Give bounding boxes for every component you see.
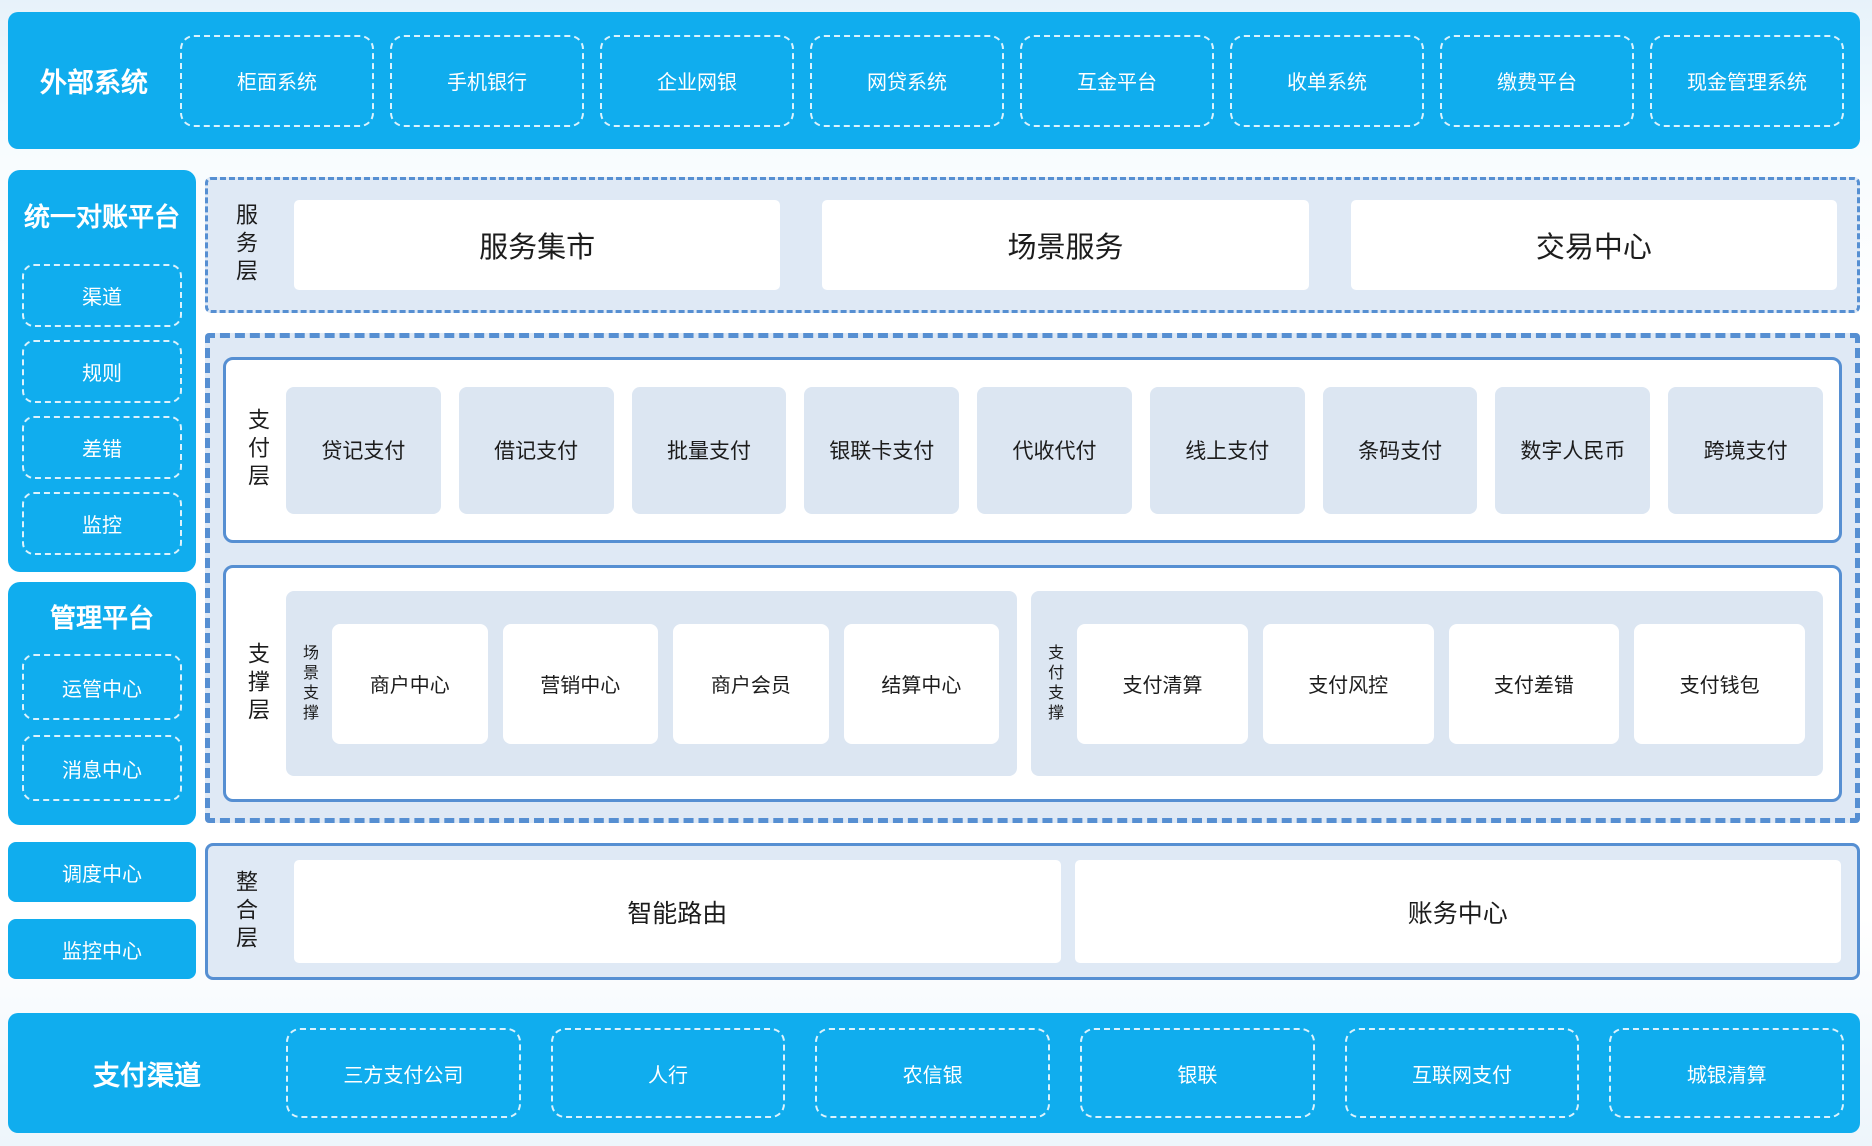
external-system-item: 收单系统 bbox=[1230, 34, 1424, 127]
reconciliation-platform-title: 统一对账平台 bbox=[23, 202, 180, 232]
external-system-item: 互金平台 bbox=[1020, 34, 1214, 127]
external-system-item: 柜面系统 bbox=[180, 34, 374, 127]
external-systems-title: 外部系统 bbox=[40, 68, 148, 98]
payment-item: 跨境支付 bbox=[1668, 386, 1824, 514]
payment-support-wrapper: 支付层 贷记支付 借记支付 批量支付 银联卡支付 代收代付 线上支付 条码支付 … bbox=[205, 333, 1860, 823]
support-item: 支付差错 bbox=[1448, 623, 1620, 744]
external-systems-bar: 外部系统 柜面系统 手机银行 企业网银 网贷系统 互金平台 收单系统 缴费平台 … bbox=[8, 12, 1860, 149]
payment-support-label: 支付支撑 bbox=[1045, 643, 1063, 724]
service-layer-items: 服务集市 场景服务 交易中心 bbox=[294, 200, 1837, 290]
management-item: 运管中心 bbox=[22, 654, 182, 720]
payment-channel-item: 银联 bbox=[1080, 1028, 1315, 1118]
external-system-item: 手机银行 bbox=[390, 34, 584, 127]
reconciliation-item: 规则 bbox=[22, 340, 182, 403]
support-item: 支付清算 bbox=[1077, 623, 1248, 744]
reconciliation-platform-panel: 统一对账平台 渠道 规则 差错 监控 bbox=[8, 170, 196, 572]
payment-channels-bar: 支付渠道 三方支付公司 人行 农信银 银联 互联网支付 城银清算 bbox=[8, 1013, 1860, 1133]
integration-layer-items: 智能路由 账务中心 bbox=[294, 860, 1841, 963]
payment-item: 数字人民币 bbox=[1495, 386, 1651, 514]
payment-item: 批量支付 bbox=[631, 386, 787, 514]
scene-support-group: 场景支撑 商户中心 营销中心 商户会员 结算中心 bbox=[286, 591, 1018, 776]
service-layer-label: 服务层 bbox=[233, 203, 258, 287]
service-item: 场景服务 bbox=[822, 200, 1309, 290]
external-system-item: 现金管理系统 bbox=[1650, 34, 1844, 127]
payment-layer-items: 贷记支付 借记支付 批量支付 银联卡支付 代收代付 线上支付 条码支付 数字人民… bbox=[286, 386, 1824, 514]
reconciliation-item: 差错 bbox=[22, 416, 182, 479]
payment-item: 线上支付 bbox=[1149, 386, 1305, 514]
external-system-item: 缴费平台 bbox=[1440, 34, 1634, 127]
service-item: 交易中心 bbox=[1350, 200, 1837, 290]
reconciliation-item: 监控 bbox=[22, 492, 182, 555]
payment-support-items: 支付清算 支付风控 支付差错 支付钱包 bbox=[1077, 623, 1805, 744]
external-system-item: 企业网银 bbox=[600, 34, 794, 127]
integration-layer-container: 整合层 智能路由 账务中心 bbox=[205, 843, 1860, 980]
support-item: 营销中心 bbox=[502, 623, 659, 744]
payment-item: 条码支付 bbox=[1322, 386, 1478, 514]
payment-support-group: 支付支撑 支付清算 支付风控 支付差错 支付钱包 bbox=[1031, 591, 1823, 776]
management-platform-title: 管理平台 bbox=[49, 603, 154, 633]
payment-channels-title: 支付渠道 bbox=[93, 1060, 201, 1091]
payment-channel-item: 农信银 bbox=[815, 1028, 1051, 1118]
payment-channel-item: 人行 bbox=[550, 1028, 786, 1118]
external-system-item: 网贷系统 bbox=[810, 34, 1004, 127]
payment-channel-item: 三方支付公司 bbox=[286, 1028, 521, 1118]
service-item: 服务集市 bbox=[294, 200, 781, 290]
payment-item: 贷记支付 bbox=[286, 386, 441, 514]
external-systems-items: 柜面系统 手机银行 企业网银 网贷系统 互金平台 收单系统 缴费平台 现金管理系… bbox=[180, 34, 1844, 127]
payment-layer-label: 支付层 bbox=[245, 408, 270, 492]
management-platform-panel: 管理平台 运管中心 消息中心 bbox=[8, 582, 196, 825]
integration-layer-label: 整合层 bbox=[233, 869, 258, 954]
support-layer-label: 支撑层 bbox=[245, 641, 270, 726]
support-item: 商户会员 bbox=[673, 623, 829, 744]
scene-support-label: 场景支撑 bbox=[300, 643, 317, 724]
support-item: 支付风控 bbox=[1262, 623, 1434, 744]
integration-item: 智能路由 bbox=[294, 860, 1061, 963]
payment-layer-container: 支付层 贷记支付 借记支付 批量支付 银联卡支付 代收代付 线上支付 条码支付 … bbox=[223, 357, 1842, 543]
support-layer-groups: 场景支撑 商户中心 营销中心 商户会员 结算中心 支付支撑 支付清算 支付风控 … bbox=[286, 591, 1823, 776]
payment-channel-item: 互联网支付 bbox=[1344, 1028, 1580, 1118]
support-item: 结算中心 bbox=[843, 623, 1000, 744]
monitor-center-box: 监控中心 bbox=[8, 919, 196, 979]
support-item: 商户中心 bbox=[332, 623, 488, 744]
scene-support-items: 商户中心 营销中心 商户会员 结算中心 bbox=[332, 623, 1000, 744]
support-layer-container: 支撑层 场景支撑 商户中心 营销中心 商户会员 结算中心 支付支撑 支付清算 支… bbox=[223, 565, 1842, 802]
payment-channel-item: 城银清算 bbox=[1609, 1028, 1845, 1118]
reconciliation-item: 渠道 bbox=[22, 264, 182, 327]
payment-item: 代收代付 bbox=[977, 386, 1132, 514]
support-item: 支付钱包 bbox=[1634, 623, 1805, 744]
service-layer-container: 服务层 服务集市 场景服务 交易中心 bbox=[205, 177, 1860, 313]
payment-channels-items: 三方支付公司 人行 农信银 银联 互联网支付 城银清算 bbox=[286, 1028, 1845, 1118]
payment-item: 借记支付 bbox=[458, 386, 614, 514]
payment-item: 银联卡支付 bbox=[804, 386, 960, 514]
management-item: 消息中心 bbox=[22, 735, 182, 801]
dispatch-center-box: 调度中心 bbox=[8, 842, 196, 902]
integration-item: 账务中心 bbox=[1074, 860, 1841, 963]
